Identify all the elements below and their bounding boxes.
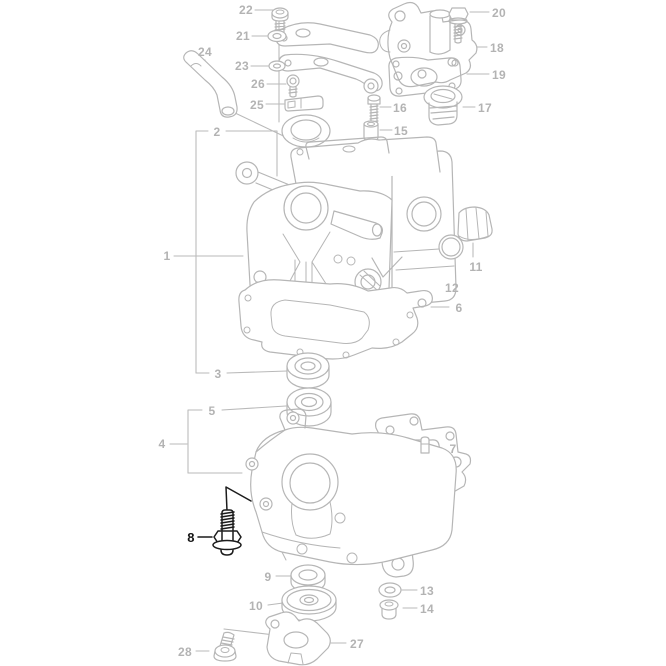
- part-24-rubber-boot: [183, 50, 238, 118]
- part-label-20[interactable]: 20: [492, 6, 506, 20]
- part-label-22[interactable]: 22: [239, 3, 253, 17]
- leader-lines: [169, 9, 490, 652]
- part-label-21[interactable]: 21: [236, 29, 250, 43]
- part-label-18[interactable]: 18: [490, 41, 504, 55]
- part-label-17[interactable]: 17: [478, 101, 492, 115]
- part-13-sealing-washer: [378, 582, 402, 598]
- part-17-thermostat: [423, 85, 463, 126]
- part-label-3[interactable]: 3: [215, 367, 222, 381]
- part-14-drain-plug: [379, 599, 399, 620]
- part-21-washer: [267, 29, 287, 43]
- part-label-15[interactable]: 15: [394, 124, 408, 138]
- part-label-8[interactable]: 8: [187, 530, 195, 545]
- part-28-screw: [213, 631, 237, 662]
- part-label-23[interactable]: 23: [235, 59, 249, 73]
- part-22-screw: [271, 7, 289, 35]
- part-4-crankcase: [245, 408, 472, 578]
- part-6-head-gasket: [238, 279, 433, 360]
- part-label-24[interactable]: 24: [198, 45, 212, 59]
- part-19-gasket: [388, 56, 462, 97]
- part-11-filler-cap: [457, 206, 493, 242]
- part-12-o-ring: [438, 234, 464, 260]
- part-label-27[interactable]: 27: [350, 637, 364, 651]
- part-label-10[interactable]: 10: [249, 599, 263, 613]
- part-20-bolt: [448, 7, 469, 44]
- part-label-6[interactable]: 6: [456, 301, 463, 315]
- part-upper-lever-arm: [275, 22, 379, 54]
- part-26-bolt: [286, 74, 300, 98]
- part-label-2[interactable]: 2: [214, 125, 221, 139]
- part-label-13[interactable]: 13: [420, 584, 434, 598]
- part-label-5[interactable]: 5: [209, 404, 216, 418]
- part-25-clamp-plate: [284, 95, 324, 112]
- part-label-28[interactable]: 28: [178, 645, 192, 659]
- part-label-14[interactable]: 14: [420, 602, 434, 616]
- part-label-25[interactable]: 25: [250, 98, 264, 112]
- part-label-7[interactable]: 7: [450, 442, 457, 456]
- part-labels: 1 2 3 4 5 6 7 8 9 10 11 12 13 14 15 16 1…: [159, 3, 506, 659]
- part-3-ball-bearing: [286, 352, 330, 389]
- part-label-9[interactable]: 9: [265, 570, 272, 584]
- part-8-flange-bolt: [197, 486, 252, 556]
- part-label-11[interactable]: 11: [469, 260, 482, 274]
- part-lower-lever-arm: [278, 53, 383, 94]
- part-23-washer: [268, 60, 286, 72]
- part-label-12[interactable]: 12: [445, 281, 459, 295]
- part-2-oil-seal: [281, 114, 331, 148]
- part-27-bracket-plate: [265, 611, 331, 666]
- part-7-dowel-pin: [420, 436, 430, 454]
- part-label-1[interactable]: 1: [164, 249, 171, 263]
- part-label-4[interactable]: 4: [159, 437, 166, 451]
- part-label-26[interactable]: 26: [251, 77, 265, 91]
- part-label-19[interactable]: 19: [492, 68, 506, 82]
- part-label-16[interactable]: 16: [393, 101, 407, 115]
